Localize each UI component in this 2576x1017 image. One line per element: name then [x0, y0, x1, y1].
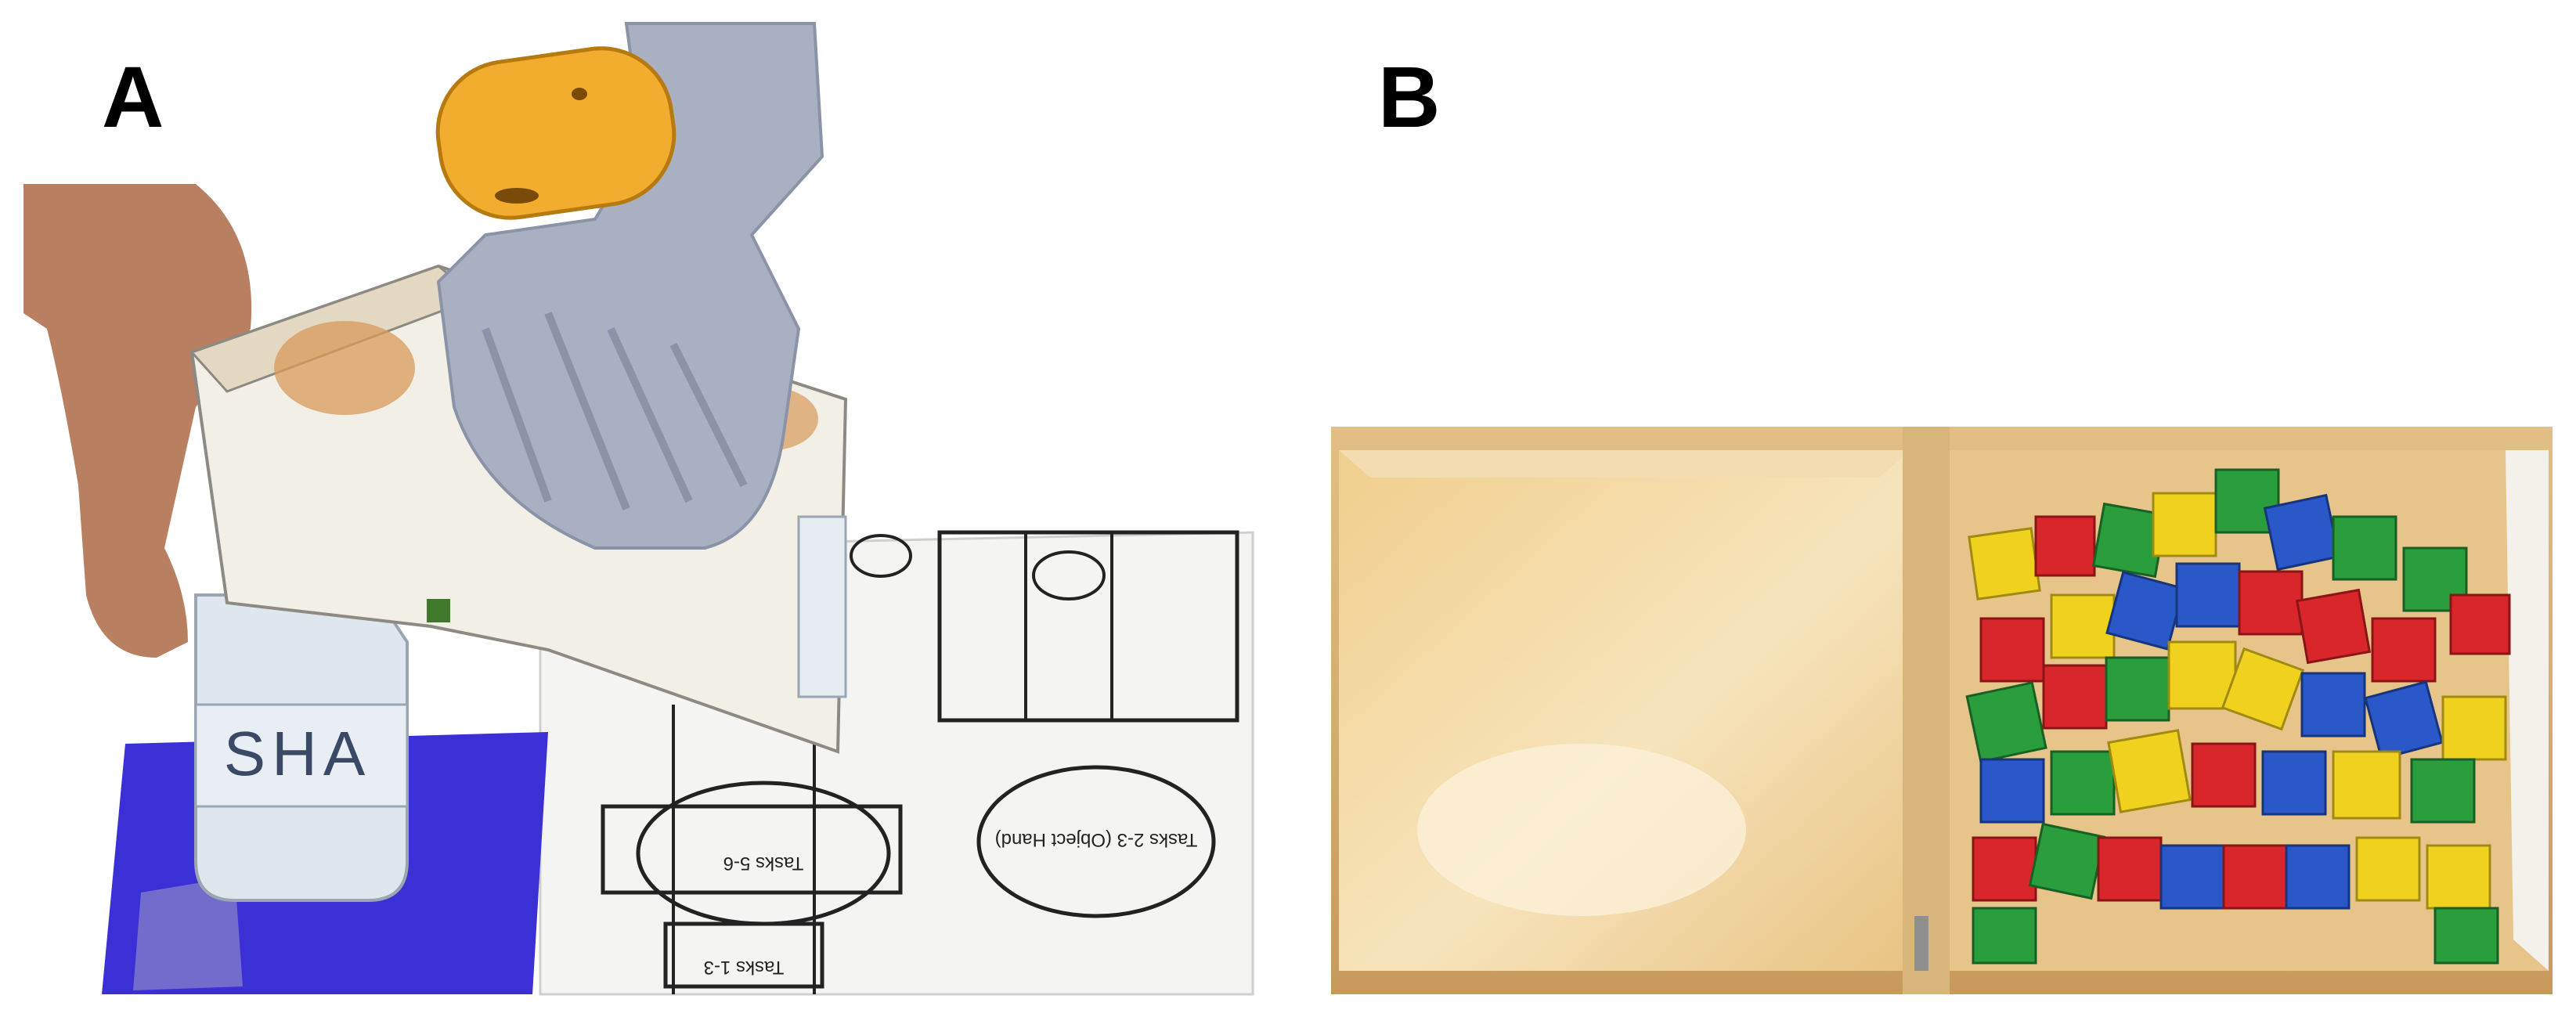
prosthetic-glove: [436, 22, 824, 550]
board-text-center: Tasks 5-6: [723, 853, 804, 874]
board-text-bottom: Tasks 1-3: [704, 957, 785, 978]
colored-blocks: [1965, 468, 2511, 965]
panel-b-photo: [1331, 427, 2553, 994]
panel-b: B: [1284, 0, 2576, 1017]
panel-a-label: A: [102, 49, 164, 146]
board-text-right: Tasks 2-3 (Object Hand): [995, 829, 1198, 850]
box-divider: [1903, 427, 1950, 994]
bottle-label: SHA: [224, 719, 372, 788]
yellow-sensor-device: [435, 46, 676, 220]
panel-a: A Tasks 2-3 (Object Hand) Tasks 5-6 Task…: [0, 0, 1284, 1017]
human-arm: [23, 184, 252, 658]
board-ellipse-right: [976, 765, 1216, 918]
panel-b-label: B: [1378, 49, 1441, 146]
panel-a-photo: Tasks 2-3 (Object Hand) Tasks 5-6 Tasks …: [23, 22, 1254, 996]
